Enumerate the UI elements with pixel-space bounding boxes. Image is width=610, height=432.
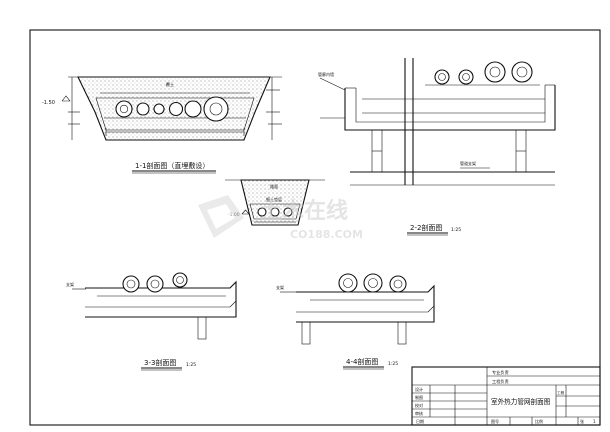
scale: 1:25: [186, 362, 196, 368]
right-label: 管道支架: [460, 160, 476, 166]
pipe: [122, 275, 140, 293]
title-block: 专业负责 工程负责 工程 设计 制图 校对 审核 室外热力管网剖面图 图号 比例…: [411, 366, 601, 426]
pipe: [434, 69, 450, 85]
scale: 1:25: [451, 227, 461, 233]
watermark-url: CO188.COM: [290, 228, 363, 241]
pipe: [389, 275, 407, 293]
tb-info-0: 图号: [491, 418, 499, 424]
pipe: [363, 273, 383, 293]
pipe: [203, 96, 229, 122]
pipe: [136, 102, 150, 116]
pipe: [283, 207, 293, 217]
drawing-title: 室外热力管网剖面图: [491, 397, 551, 406]
section-1-1: -1.50 覆土 1-1剖面图（直埋敷设）: [42, 76, 282, 174]
left-label: 管廊内墙: [318, 71, 334, 77]
tb-row-0: 设计: [415, 386, 423, 392]
tb-info-1: 比例: [535, 418, 543, 424]
pipe: [146, 275, 164, 293]
tb-right-top-0: 专业负责: [492, 369, 509, 376]
tb-row-2: 校对: [415, 402, 423, 408]
watermark: 土木在线 CO188.COM: [198, 195, 363, 241]
section-4-4: 支架 4-4剖面图 1:25: [276, 273, 435, 370]
section-2-2: 管廊内墙 管道支架 2-2剖面图 1:25: [318, 58, 556, 236]
section-title: 1-1剖面图（直埋敷设）: [135, 161, 209, 170]
tb-info-2: 日期: [416, 418, 424, 424]
bottom-label: 细土垫层: [266, 196, 282, 202]
tb-sheet-no: 1: [593, 419, 596, 424]
pipe: [172, 272, 188, 288]
pipe: [484, 61, 506, 83]
sheet-border: [29, 29, 601, 426]
watermark-text: 土木在线: [260, 198, 348, 224]
left-label: 支架: [66, 281, 74, 287]
tb-row-1: 制图: [415, 394, 423, 400]
pipe: [168, 101, 184, 117]
pipe: [270, 207, 280, 217]
scale: 1:25: [388, 361, 398, 367]
pipe: [257, 207, 267, 217]
pipe: [338, 273, 358, 293]
pipe: [458, 69, 474, 85]
tb-sheet: 张: [580, 418, 584, 424]
tb-right-top-1: 工程负责: [492, 378, 509, 385]
cover-note: 覆土: [166, 81, 174, 87]
pipe: [115, 100, 133, 118]
section-3-3: 支架 3-3剖面图 1:25: [66, 272, 237, 371]
pipe: [511, 61, 533, 83]
trench-section: 路面 细土垫层 -1.00: [225, 179, 325, 226]
section-title: 4-4剖面图: [346, 357, 378, 366]
pipe: [184, 100, 202, 118]
section-title: 3-3剖面图: [144, 358, 176, 367]
level-label: -1.50: [42, 100, 55, 106]
pipe: [153, 103, 165, 115]
top-label: 路面: [270, 183, 278, 189]
left-label: 支架: [276, 284, 284, 290]
tb-row-3: 审核: [415, 410, 423, 416]
tb-right-top-2: 工程: [557, 390, 565, 395]
section-title: 2-2剖面图: [410, 223, 442, 232]
